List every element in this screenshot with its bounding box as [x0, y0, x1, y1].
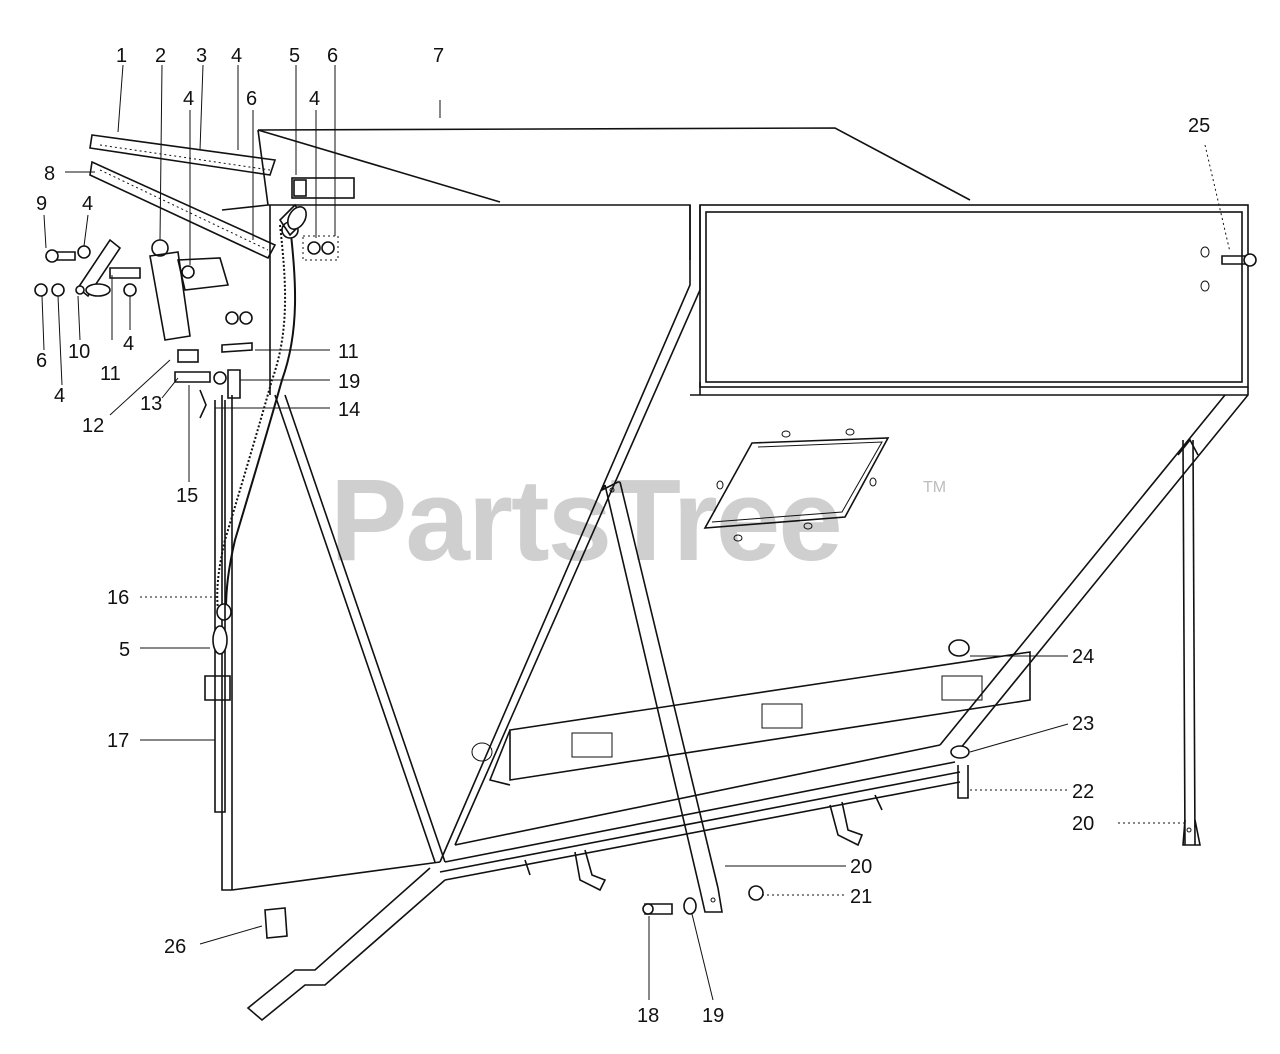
callout-16: 16 — [107, 587, 129, 609]
callout-4-left: 4 — [82, 193, 93, 215]
callout-25: 25 — [1188, 115, 1210, 137]
brace-rod-right — [1177, 438, 1201, 846]
callout-20-center: 20 — [850, 856, 872, 878]
callout-5-top: 5 — [289, 45, 300, 67]
callout-11-right: 11 — [338, 341, 359, 363]
callout-4-upper-right: 4 — [309, 88, 320, 110]
callout-24: 24 — [1072, 646, 1094, 668]
callout-labels: 1 2 3 4 5 6 7 4 6 4 8 9 4 6 10 4 11 4 11… — [36, 45, 1210, 1027]
callout-20-right: 20 — [1072, 813, 1094, 835]
callout-4-hinge: 4 — [183, 88, 194, 110]
leader-lines — [41, 64, 1231, 1001]
watermark-trademark: TM — [923, 479, 946, 496]
hopper-body — [221, 204, 1249, 891]
callout-15: 15 — [176, 485, 198, 507]
loose-hardware — [264, 253, 1257, 939]
callout-22: 22 — [1072, 781, 1094, 803]
mounting-bracket — [471, 639, 1031, 786]
callout-2: 2 — [155, 45, 166, 67]
callout-19-top: 19 — [338, 371, 360, 393]
callout-18: 18 — [637, 1005, 659, 1027]
callout-6-left: 6 — [36, 350, 47, 372]
callout-8: 8 — [44, 163, 55, 185]
spring — [216, 221, 299, 621]
callout-4-bottom-left: 4 — [54, 385, 65, 407]
callout-4-top: 4 — [231, 45, 242, 67]
callout-17: 17 — [107, 730, 129, 752]
callout-23: 23 — [1072, 713, 1094, 735]
callout-12: 12 — [82, 415, 104, 437]
callout-7: 7 — [433, 45, 444, 67]
callout-13: 13 — [140, 393, 162, 415]
callout-11-left: 11 — [100, 363, 121, 385]
callout-14: 14 — [338, 399, 360, 421]
hopper-top-cover — [257, 100, 971, 203]
callout-5-side: 5 — [119, 639, 130, 661]
callout-19-bottom: 19 — [702, 1005, 724, 1027]
callout-6-hinge: 6 — [246, 88, 257, 110]
callout-3: 3 — [196, 45, 207, 67]
watermark-brand: PartsTree — [330, 455, 841, 585]
callout-6-top: 6 — [327, 45, 338, 67]
hinge-hardware — [34, 235, 339, 419]
hopper-window — [703, 428, 890, 542]
brace-rod-center — [599, 481, 723, 913]
tow-arm — [246, 867, 446, 1022]
floor-hooks — [524, 794, 883, 892]
callout-10: 10 — [68, 341, 90, 363]
lid-handle-assembly — [89, 129, 355, 260]
callout-21: 21 — [850, 886, 872, 908]
side-latch — [204, 400, 231, 813]
callout-9: 9 — [36, 193, 47, 215]
callout-1: 1 — [116, 45, 127, 67]
callout-4-lower: 4 — [123, 333, 134, 355]
callout-26: 26 — [164, 936, 186, 958]
